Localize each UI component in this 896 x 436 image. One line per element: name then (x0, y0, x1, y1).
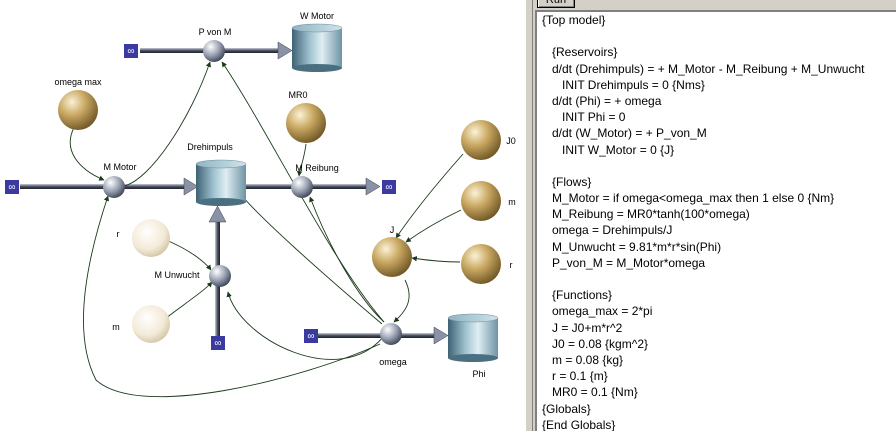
infinity-symbol: ∞ (385, 182, 392, 193)
run-button[interactable]: Run (537, 0, 575, 8)
flow-m-unwucht[interactable]: M Unwucht (154, 265, 231, 287)
editor-line: INIT Drehimpuls = 0 {Nms} (542, 77, 705, 92)
editor-line: d/dt (Drehimpuls) = + M_Motor - M_Reibun… (542, 61, 865, 76)
reservoir-label: Phi (472, 369, 485, 379)
editor-line: J = J0+m*r^2 (542, 320, 623, 335)
constant-label: J0 (506, 136, 516, 146)
reservoir-label: Drehimpuls (187, 142, 233, 152)
equation-editor[interactable]: {Top model} {Reservoirs} d/dt (Drehimpul… (535, 10, 896, 431)
reservoir-phi[interactable]: Phi (447, 313, 499, 379)
constant-label: m (508, 197, 516, 207)
reservoir-label: W Motor (300, 11, 334, 21)
infinity-symbol: ∞ (127, 46, 134, 57)
constant-label: omega max (54, 77, 102, 87)
editor-line: {Reservoirs} (542, 45, 618, 60)
editor-line (537, 28, 896, 44)
editor-line: d/dt (W_Motor) = + P_von_M (542, 126, 707, 141)
editor-line: {Top model} (542, 13, 606, 27)
flow-m-reibung[interactable]: M Reibung (291, 163, 339, 198)
constant-mr0[interactable]: MR0 (286, 90, 326, 143)
constant-label: r (510, 260, 513, 270)
editor-line: M_Unwucht = 9.81*m*r*sin(Phi) (542, 239, 722, 254)
flow-label: M Reibung (295, 163, 339, 173)
connector-arrows (70, 61, 464, 398)
flow-p-von-m[interactable]: P von M (199, 27, 232, 62)
source-cloud-p-von-m[interactable]: ∞ (124, 44, 138, 58)
reservoir-w-motor[interactable]: W Motor (291, 11, 343, 72)
model-diagram-canvas[interactable]: ∞ ∞ ∞ ∞ ∞ W Motor Drehimpuls Phi P von M (0, 0, 525, 431)
constant-j0[interactable]: J0 (461, 120, 516, 160)
editor-line (537, 271, 896, 287)
editor-line: d/dt (Phi) = + omega (542, 93, 662, 108)
editor-line: m = 0.08 {kg} (542, 352, 624, 367)
equations-panel: Run {Top model} {Reservoirs} d/dt (Drehi… (533, 0, 896, 431)
editor-line: INIT Phi = 0 (542, 110, 626, 125)
constant-label: r (117, 229, 120, 239)
constant-m-left[interactable]: m (112, 305, 170, 343)
panel-splitter[interactable] (525, 0, 533, 431)
editor-line: M_Motor = if omega<omega_max then 1 else… (542, 191, 835, 206)
editor-line: J0 = 0.08 {kgm^2} (542, 336, 649, 351)
constant-r-left[interactable]: r (117, 219, 171, 257)
editor-line: P_von_M = M_Motor*omega (542, 255, 706, 270)
constant-label: MR0 (288, 90, 307, 100)
source-cloud-m-unwucht[interactable]: ∞ (211, 336, 225, 350)
sink-cloud-m-reibung[interactable]: ∞ (382, 180, 396, 194)
editor-line: MR0 = 0.1 {Nm} (542, 385, 638, 400)
constant-label: m (112, 322, 120, 332)
flow-label: M Motor (103, 162, 136, 172)
reservoir-drehimpuls[interactable]: Drehimpuls (187, 142, 247, 206)
editor-line: INIT W_Motor = 0 {J} (542, 142, 675, 157)
model-diagram-svg: ∞ ∞ ∞ ∞ ∞ W Motor Drehimpuls Phi P von M (5, 11, 516, 398)
infinity-symbol: ∞ (8, 182, 15, 193)
flow-omega[interactable]: omega (379, 323, 407, 367)
editor-line: {Functions} (542, 288, 613, 303)
editor-line: {Flows} (542, 174, 592, 189)
editor-line (537, 158, 896, 174)
constant-label: J (390, 225, 395, 235)
flow-label: omega (379, 357, 407, 367)
editor-line: {Globals} (542, 401, 591, 416)
constant-omega-max[interactable]: omega max (54, 77, 102, 130)
editor-line: r = 0.1 {m} (542, 369, 608, 384)
flow-m-motor[interactable]: M Motor (103, 162, 137, 198)
source-cloud-omega[interactable]: ∞ (304, 329, 318, 343)
editor-line: omega_max = 2*pi (542, 304, 653, 319)
constant-j[interactable]: J (372, 225, 412, 277)
infinity-symbol: ∞ (214, 338, 221, 349)
flow-label: P von M (199, 27, 232, 37)
infinity-symbol: ∞ (307, 331, 314, 342)
editor-line: omega = Drehimpuls/J (542, 223, 673, 238)
flow-label: M Unwucht (154, 270, 200, 280)
constant-m[interactable]: m (461, 181, 516, 221)
editor-line: {End Globals} (542, 417, 616, 431)
editor-line: M_Reibung = MR0*tanh(100*omega) (542, 207, 750, 222)
source-cloud-m-motor[interactable]: ∞ (5, 180, 19, 194)
constant-r[interactable]: r (461, 244, 513, 284)
